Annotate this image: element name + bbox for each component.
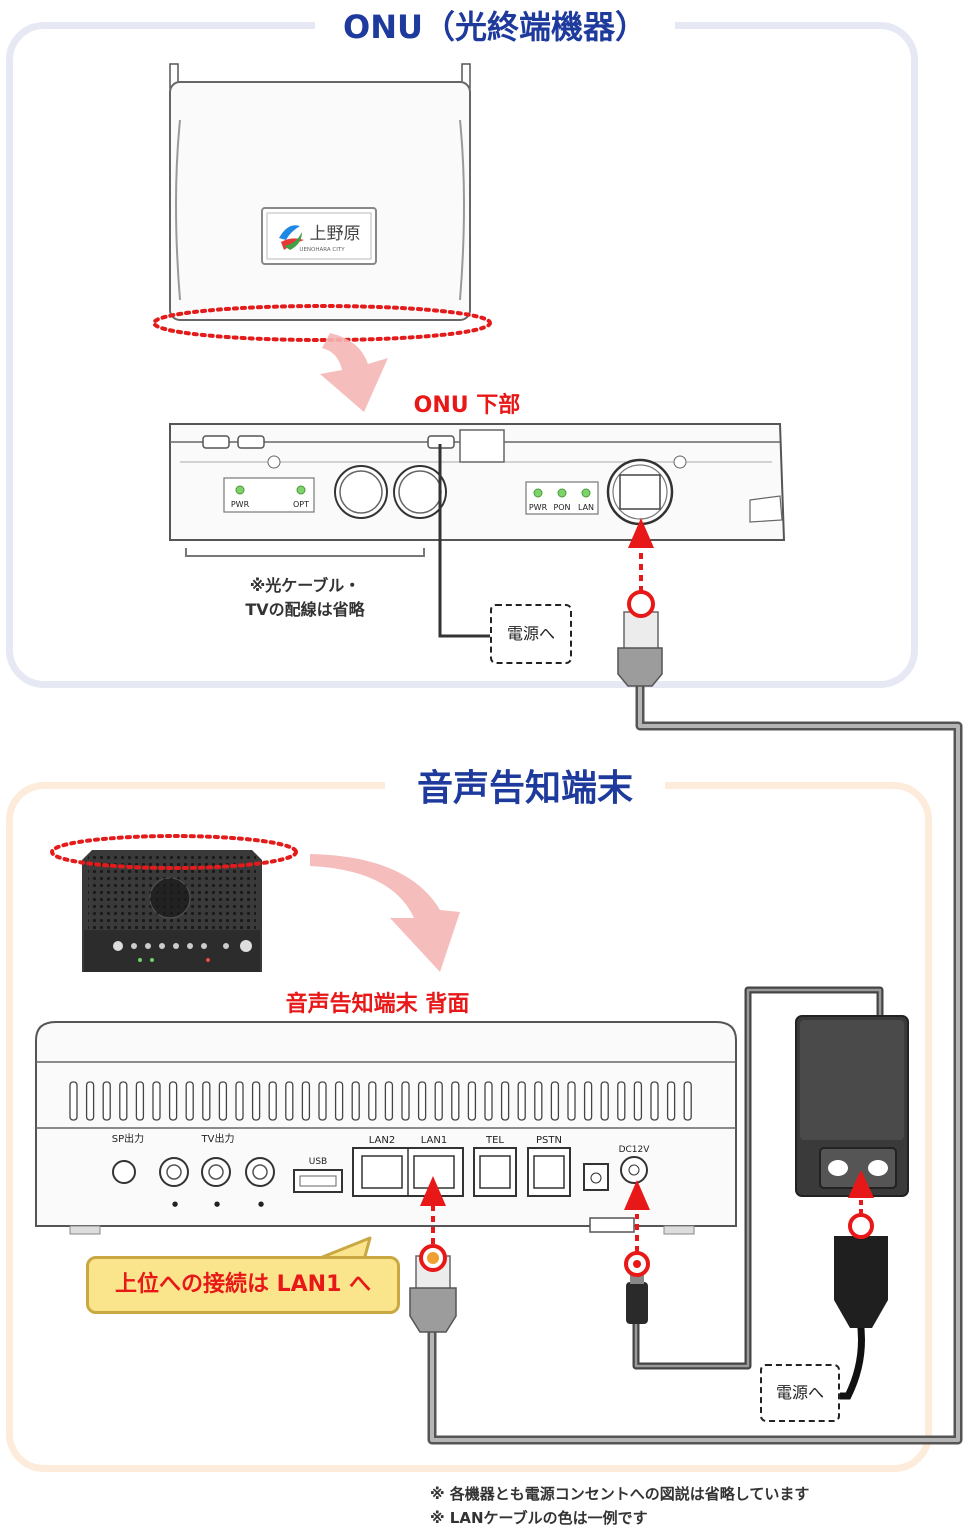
onu-lan-arrowhead (628, 518, 654, 548)
vent-slot (135, 1081, 145, 1121)
terminal-section-title: 音声告知端末 (385, 762, 665, 816)
adapter-power-note: 電源へ (760, 1364, 840, 1422)
zoom-arrow (320, 333, 388, 412)
svg-text:●: ● (172, 1200, 178, 1208)
vent-slot (633, 1081, 643, 1121)
vent-slot (268, 1081, 277, 1121)
vent-slot (235, 1081, 244, 1121)
vent-slot (417, 1081, 427, 1121)
terminal-thumbnail (82, 850, 262, 972)
omit-note-line-2: TVの配線は省略 (245, 600, 365, 619)
svg-text:●: ● (214, 1200, 220, 1208)
vent-slot (202, 1081, 211, 1121)
onu-led-label-pwr2: PWR (529, 503, 548, 512)
onu-power-note: 電源へ (490, 604, 572, 664)
port-label-sp: SP出力 (112, 1132, 144, 1145)
onu-led-label-pwr: PWR (231, 500, 250, 509)
logo-subtext: UENOHARA CITY (299, 247, 345, 253)
vent-slot (434, 1081, 443, 1121)
lan1-callout: 上位への接続は LAN1 へ (86, 1256, 400, 1314)
vent-slot (251, 1081, 261, 1121)
terminal-top-highlight (50, 834, 298, 870)
vent-slot (152, 1081, 161, 1121)
vent-slots (69, 1081, 692, 1121)
onu-device-bottom (169, 423, 786, 541)
vent-slot (69, 1081, 78, 1121)
vent-slot (650, 1081, 659, 1121)
city-logo (261, 207, 377, 265)
vent-slot (384, 1081, 394, 1121)
port-label-lan2: LAN2 (369, 1135, 395, 1146)
vent-slot (683, 1081, 692, 1121)
vent-slot (617, 1081, 626, 1121)
vent-slot (467, 1081, 477, 1121)
footnote-2: ※ LANケーブルの色は一例です (430, 1509, 648, 1527)
vent-slot (567, 1081, 576, 1121)
terminal-zoom-arrow (310, 854, 460, 972)
onu-section-title: ONU（光終端機器） (315, 4, 675, 50)
vent-slot (168, 1081, 178, 1121)
vent-slot (550, 1081, 560, 1121)
dc-plug (624, 1251, 650, 1324)
omit-note-line-1: ※光ケーブル・ (249, 576, 361, 595)
omit-note: ※光ケーブル・ TVの配線は省略 (210, 574, 400, 622)
vent-slot (301, 1081, 311, 1121)
vent-slot (285, 1081, 294, 1121)
port-label-tv: TV出力 (201, 1132, 235, 1145)
vent-slot (185, 1081, 194, 1121)
onu-bottom-label: ONU 下部 (413, 393, 521, 418)
vent-slot (517, 1081, 526, 1121)
dc-arrowhead (624, 1180, 650, 1210)
vent-slot (600, 1081, 609, 1121)
vent-slot (484, 1081, 493, 1121)
terminal-lan-plug (409, 1244, 457, 1333)
vent-slot (500, 1081, 510, 1121)
vent-slot (666, 1081, 676, 1121)
vent-slot (119, 1081, 128, 1121)
port-label-pstn: PSTN (536, 1135, 562, 1146)
ac-arrowhead (848, 1170, 874, 1198)
vent-slot (218, 1081, 228, 1121)
onu-bottom-highlight (152, 304, 492, 342)
vent-slot (85, 1081, 95, 1121)
footnote-1: ※ 各機器とも電源コンセントへの図説は省略しています (430, 1485, 810, 1503)
power-adapter (795, 1015, 909, 1197)
onu-power-cable (438, 444, 490, 638)
port-label-tel: TEL (485, 1135, 504, 1146)
vent-slot (451, 1081, 460, 1121)
lan1-arrowhead (420, 1176, 446, 1206)
vent-slot (102, 1081, 111, 1121)
vent-slot (334, 1081, 344, 1121)
vent-slot (368, 1081, 377, 1121)
port-label-lan1: LAN1 (421, 1135, 447, 1146)
onu-lan-plug (617, 590, 663, 687)
onu-led-label-lan: LAN (578, 503, 594, 512)
omit-bracket (185, 548, 425, 557)
ac-plug (834, 1213, 888, 1328)
onu-led-label-opt: OPT (293, 500, 309, 509)
vent-slot (534, 1081, 543, 1121)
terminal-rear: ● ● ● (35, 1021, 737, 1235)
port-label-usb: USB (309, 1157, 327, 1167)
vent-slot (401, 1081, 410, 1121)
vent-slot (351, 1081, 360, 1121)
port-label-dc12v: DC12V (619, 1145, 651, 1155)
ac-cord (840, 1319, 865, 1400)
footnotes: ※ 各機器とも電源コンセントへの図説は省略しています ※ LANケーブルの色は一… (430, 1482, 960, 1530)
onu-device-top (169, 63, 471, 321)
terminal-rear-label: 音声告知端末 背面 (285, 992, 470, 1017)
svg-text:●: ● (258, 1200, 264, 1208)
onu-led-label-pon: PON (553, 503, 570, 512)
vent-slot (583, 1081, 593, 1121)
vent-slot (318, 1081, 327, 1121)
logo-text: 上野原 (310, 224, 361, 244)
